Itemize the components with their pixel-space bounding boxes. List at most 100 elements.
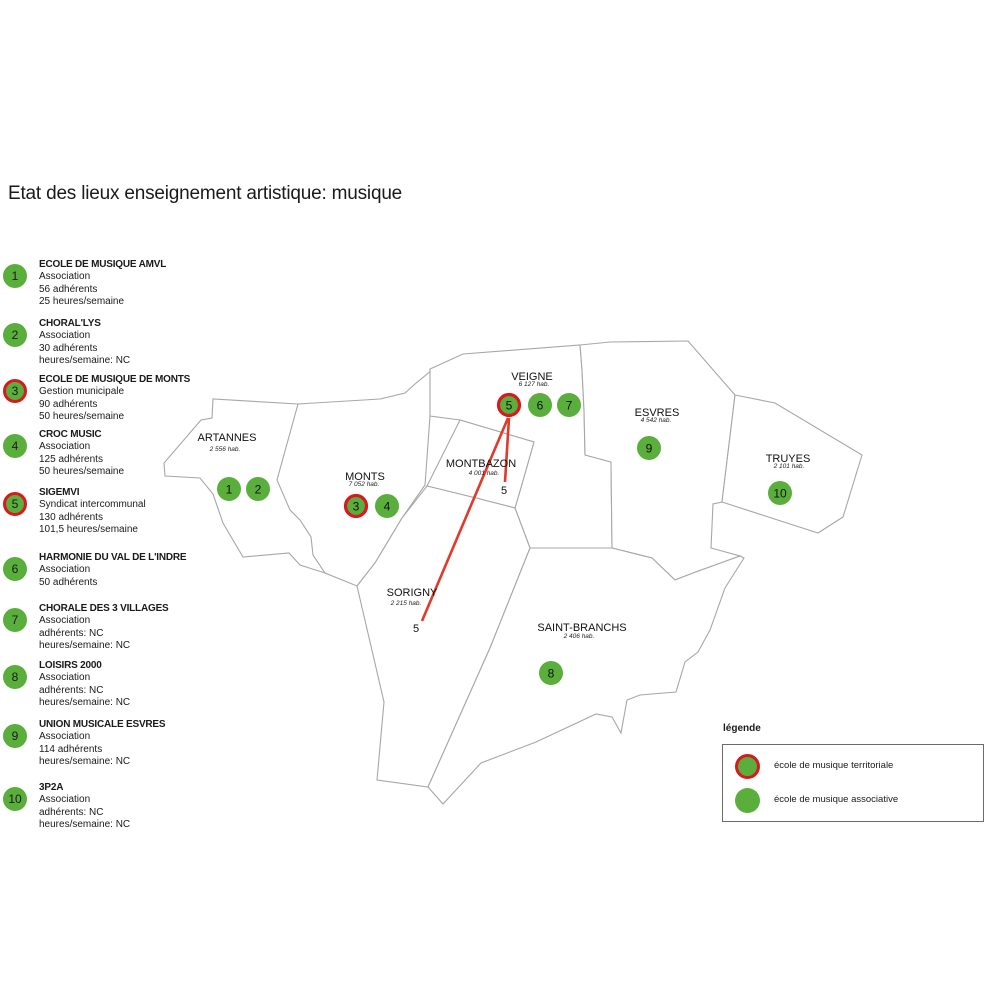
school-badge: 5 [3, 492, 27, 516]
school-detail-line: adhérents: NC [39, 806, 104, 818]
commune-artannes[interactable] [163, 398, 326, 574]
school-detail-line: Association [39, 441, 91, 453]
school-detail-line: heures/semaine: NC [39, 818, 131, 830]
map-marker[interactable] [217, 477, 241, 501]
commune-label: MONTS [345, 471, 385, 483]
map-marker[interactable] [246, 477, 270, 501]
school-badge: 6 [3, 557, 27, 581]
school-detail-line: heures/semaine: NC [39, 354, 131, 366]
school-detail-line: 125 adhérents [39, 453, 103, 465]
commune-population: 4 001 hab. [469, 470, 500, 477]
school-detail-line: 50 adhérents [39, 576, 98, 588]
school-badge: 4 [3, 434, 27, 458]
school-detail-line: Association [39, 615, 91, 627]
school-detail-line: Association [39, 672, 91, 684]
links-layer: 55 [413, 417, 511, 635]
school-badge: 7 [3, 608, 27, 632]
legend-item-associative: école de musique associative [735, 788, 975, 813]
school-detail-line: Syndicat intercommunal [39, 499, 146, 511]
map-marker-number: 4 [384, 499, 391, 513]
school-name: CHORALE DES 3 VILLAGES [39, 603, 169, 614]
commune-population: 6 127 hab. [519, 381, 550, 388]
school-badge: 10 [3, 787, 27, 811]
school-badge: 3 [3, 379, 27, 403]
school-name: 3P2A [39, 782, 64, 793]
map-marker[interactable] [637, 436, 661, 460]
map-marker[interactable] [539, 661, 563, 685]
school-detail-line: Association [39, 330, 91, 342]
commune-label: VEIGNE [511, 371, 553, 383]
commune-population: 4 542 hab. [641, 417, 672, 424]
school-detail-line: heures/semaine: NC [39, 696, 131, 708]
commune-sorigny[interactable] [356, 485, 531, 788]
school-name: LOISIRS 2000 [39, 660, 102, 671]
school-detail-line: 56 adhérents [39, 283, 98, 295]
page-title: Etat des lieux enseignement artistique: … [8, 183, 403, 204]
school-badge: 1 [3, 264, 27, 288]
school-detail-line: 114 adhérents [39, 743, 103, 755]
school-name: UNION MUSICALE ESVRES [39, 719, 166, 730]
antenna-link-line [503, 417, 511, 483]
school-detail-line: heures/semaine: NC [39, 639, 131, 651]
commune-saint-branchs[interactable] [427, 547, 745, 805]
map-marker[interactable] [343, 493, 369, 519]
school-detail-line: Association [39, 271, 91, 283]
legend-label-associative: école de musique associative [774, 794, 899, 805]
map-marker[interactable] [496, 392, 522, 418]
antenna-link-label: 5 [413, 623, 419, 635]
commune-population: 2 101 hab. [773, 463, 805, 470]
map-marker-number: 7 [566, 398, 573, 412]
antenna-link-line [420, 417, 510, 622]
school-name: HARMONIE DU VAL DE L'INDRE [39, 552, 187, 563]
antenna-link-label: 5 [501, 485, 507, 497]
school-detail-line: 50 heures/semaine [39, 410, 125, 422]
school-name: CROC MUSIC [39, 429, 102, 440]
school-name: ECOLE DE MUSIQUE DE MONTS [39, 374, 191, 385]
commune-label: TRUYES [766, 453, 811, 465]
school-detail-line: 101,5 heures/semaine [39, 523, 138, 535]
commune-label: ESVRES [635, 407, 680, 419]
map-marker[interactable] [768, 481, 792, 505]
school-detail-line: adhérents: NC [39, 627, 104, 639]
school-detail-line: 50 heures/semaine [39, 465, 125, 477]
school-name: ECOLE DE MUSIQUE AMVL [39, 259, 167, 270]
school-detail-line: heures/semaine: NC [39, 755, 131, 767]
commune-label: ARTANNES [198, 432, 257, 444]
school-detail-line: Gestion municipale [39, 386, 125, 398]
map-marker[interactable] [375, 494, 399, 518]
commune-population: 2 215 hab. [390, 600, 422, 607]
school-name: CHORAL'LYS [39, 318, 101, 329]
school-detail-line: adhérents: NC [39, 684, 104, 696]
commune-truyes[interactable] [721, 394, 863, 534]
legend-label-territorial: école de musique territoriale [774, 760, 894, 771]
school-detail-line: 30 adhérents [39, 342, 98, 354]
legend-swatch-associative [735, 788, 760, 813]
map-marker-number: 8 [548, 666, 555, 680]
map-marker[interactable] [557, 393, 581, 417]
school-badge: 9 [3, 724, 27, 748]
legend-swatch-territorial [735, 754, 760, 779]
map-marker-number: 5 [506, 398, 513, 412]
legend: école de musique territoriale école de m… [722, 744, 984, 822]
map-marker[interactable] [528, 393, 552, 417]
school-detail-line: Association [39, 564, 91, 576]
legend-item-territorial: école de musique territoriale [735, 754, 975, 779]
school-detail-line: Association [39, 794, 91, 806]
school-badge: 2 [3, 323, 27, 347]
commune-population: 7 052 hab. [349, 481, 380, 488]
commune-population: 2 406 hab. [563, 633, 595, 640]
